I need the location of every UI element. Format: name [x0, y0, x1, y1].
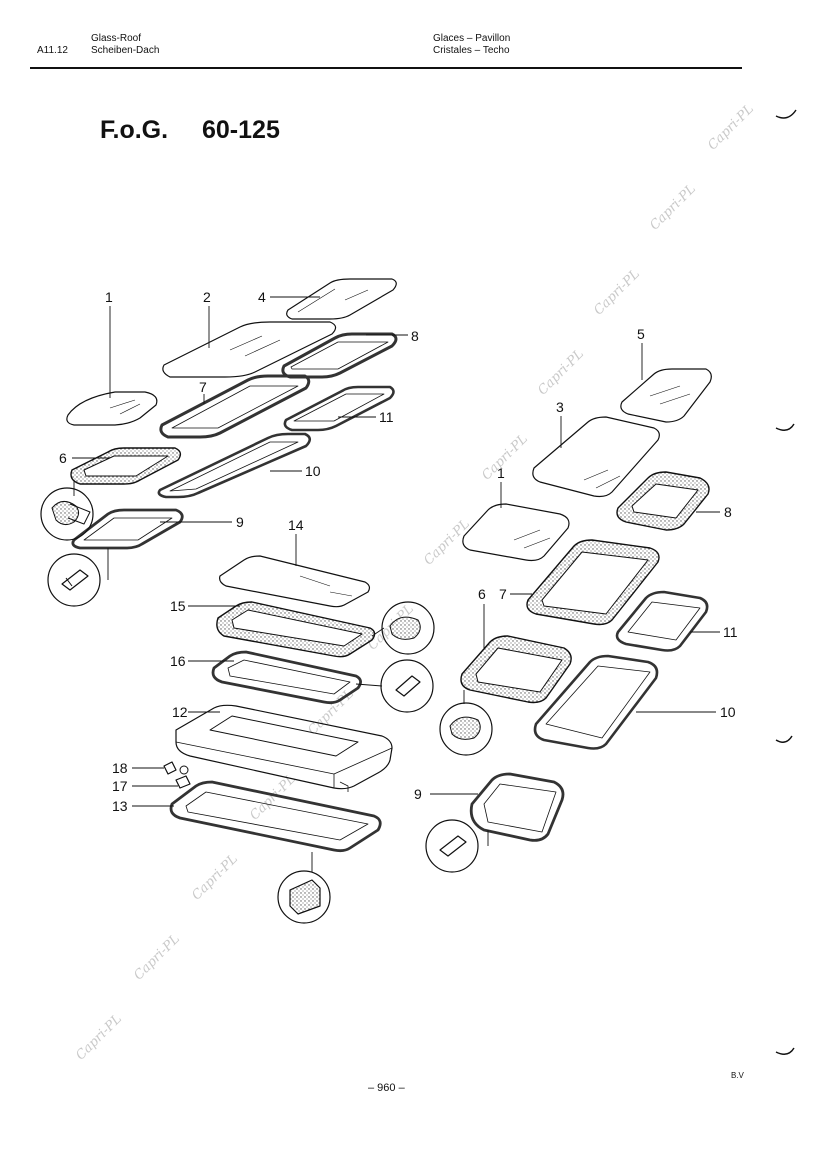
callout-1: 1: [497, 465, 505, 481]
figure-prefix: F.o.G.: [100, 116, 169, 144]
seal-9: [469, 772, 565, 842]
callout-7: 7: [499, 586, 507, 602]
title-spanish: Cristales – Techo: [433, 45, 510, 56]
detail-circle: [47, 553, 101, 607]
callout-11: 11: [379, 409, 394, 425]
glass-panel-2: [162, 321, 337, 378]
seal-13: [169, 780, 382, 853]
callout-2: 2: [203, 289, 211, 305]
detail-circle: [380, 659, 434, 713]
glass-panel-14: [219, 555, 371, 608]
bolt-17: [175, 775, 191, 789]
callout-4: 4: [258, 289, 266, 305]
callout-16: 16: [170, 653, 186, 669]
seal-9: [71, 508, 184, 550]
screw-18: [163, 761, 177, 775]
glass-panel-5: [620, 368, 712, 423]
callout-18: 18: [112, 760, 128, 776]
seal-10: [533, 654, 659, 750]
callout-12: 12: [172, 704, 188, 720]
callout-8: 8: [724, 504, 732, 520]
detail-circle: [381, 601, 435, 655]
glass-panel-4: [286, 278, 397, 320]
callout-11: 11: [723, 624, 738, 640]
callout-10: 10: [720, 704, 736, 720]
footer-code: B.V: [731, 1071, 744, 1080]
glass-panel-1: [66, 391, 158, 426]
callout-14: 14: [288, 517, 304, 533]
callout-9: 9: [414, 786, 422, 802]
binder-mark: [775, 109, 797, 119]
callout-13: 13: [112, 798, 128, 814]
page-number: – 960 –: [368, 1082, 405, 1094]
detail-circle: [425, 819, 479, 873]
callout-5: 5: [637, 326, 645, 342]
detail-circle: [439, 702, 493, 756]
binder-mark: [775, 423, 795, 431]
seal-7: [159, 374, 311, 439]
title-german: Scheiben-Dach: [91, 45, 160, 56]
callout-6: 6: [59, 450, 67, 466]
glass-panel-3: [532, 416, 660, 498]
section-code: A11.12: [37, 45, 68, 56]
callout-8: 8: [411, 328, 419, 344]
seal-10: [157, 432, 312, 499]
callout-9: 9: [236, 514, 244, 530]
binder-mark: [775, 1047, 795, 1055]
title-french: Glaces – Pavillon: [433, 33, 511, 44]
callout-6: 6: [478, 586, 486, 602]
callout-15: 15: [170, 598, 186, 614]
header-rule: [30, 67, 742, 69]
roof-frame-12: [175, 704, 393, 790]
detail-circle: [277, 870, 331, 924]
binder-mark: [775, 735, 793, 743]
seal-16: [211, 650, 362, 705]
glass-panel-1: [462, 503, 570, 562]
detail-circle: [40, 487, 94, 541]
callout-7: 7: [199, 379, 207, 395]
title-english: Glass-Roof: [91, 33, 142, 44]
model-range: 60-125: [202, 116, 280, 144]
callout-3: 3: [556, 399, 564, 415]
callout-10: 10: [305, 463, 321, 479]
callout-1: 1: [105, 289, 113, 305]
callout-17: 17: [112, 778, 128, 794]
seal-11: [283, 385, 395, 432]
seal-11: [615, 590, 709, 652]
seal-8: [281, 332, 398, 379]
